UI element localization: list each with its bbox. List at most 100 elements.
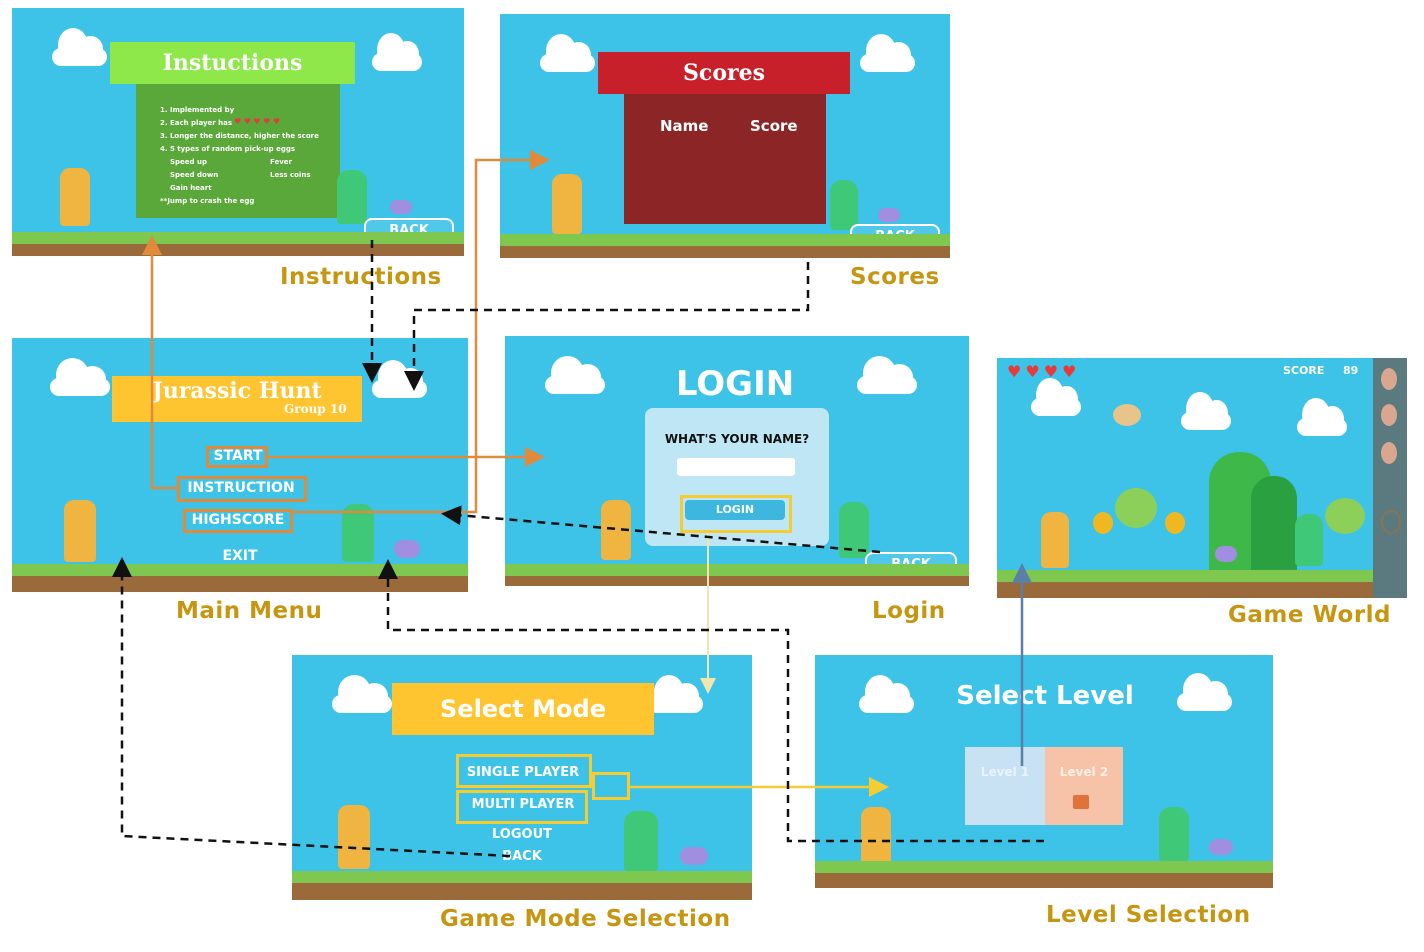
ground [12,232,464,244]
instruction-line: Fever [270,158,293,166]
flow-login-back [441,505,881,554]
login-panel [645,408,829,546]
ground [815,861,1273,873]
dinosaur-icon [1295,514,1323,566]
cloud-icon [52,28,107,66]
caveman-icon [60,168,90,226]
tree-icon [1115,488,1157,528]
scores-title: Scores [598,52,850,94]
ground [292,883,752,900]
highscore-highlight [183,509,293,533]
instruction-line: 3. Longer the distance, higher the score [160,132,319,140]
instructions-title: Instuctions [110,42,355,84]
instruction-line: Gain heart [170,184,212,192]
scores-screen: Scores Name Score BACK [500,14,950,258]
level-1-card[interactable] [965,747,1045,825]
cloud-icon [1297,398,1347,436]
cloud-icon [859,675,914,713]
egg-sidebar [1373,358,1407,598]
name-input[interactable] [677,458,795,476]
blob-icon [394,540,420,558]
egg-icon [1381,404,1397,426]
game-world-screen: ♥♥♥♥ SCORE 89 [997,358,1407,598]
lock-icon [1073,795,1089,809]
dinosaur-icon [342,504,374,562]
scores-col-score: Score [750,117,798,135]
ground [12,244,464,256]
ground [997,570,1373,582]
instruction-highlight [177,476,307,502]
exit-button[interactable]: EXIT [222,548,258,564]
instruction-line: Speed down [170,171,219,179]
blob-icon [878,208,900,222]
highscore-button[interactable]: HIGHSCORE [191,512,285,528]
flow-scores-back [404,262,810,391]
ground [815,873,1273,888]
dinosaur-icon [337,170,367,224]
level-2-card[interactable] [1045,747,1123,825]
dinosaur-icon [839,502,869,558]
select-mode-title: Select Mode [392,683,654,735]
select-level-screen: Select Level Level 1 Level 2 [815,655,1273,888]
instruction-line: 2. Each player has [160,119,233,127]
instruction-button[interactable]: INSTRUCTION [187,480,295,496]
blob-icon [1215,546,1237,562]
dinosaur-icon [624,811,658,871]
cloud-icon [332,675,392,713]
score-value: 89 [1343,364,1359,377]
caption-login: Login [872,598,946,624]
dinosaur-icon [1159,807,1189,861]
main-menu-subtitle: Group 10 [284,402,347,416]
cloud-icon [50,358,110,396]
ground [12,576,468,592]
ground [500,246,950,258]
caption-main-menu: Main Menu [176,598,323,624]
instruction-line: **Jump to crash the egg [160,197,255,205]
multi-player-highlight [456,790,588,824]
instructions-screen: Instuctions 1. Implemented by 2. Each pl… [12,8,464,256]
caveman-icon [552,174,582,234]
instruction-line: 1. Implemented by [160,106,235,114]
cloud-icon [857,356,917,394]
cloud-icon [540,34,595,72]
login-screen: LOGIN WHAT'S YOUR NAME? LOGIN BACK [505,336,969,586]
caveman-icon [1041,512,1069,568]
egg-icon [1381,442,1397,464]
blob-icon [1209,839,1233,855]
multi-player-button[interactable]: MULTI PLAYER [471,797,575,812]
cloud-icon [1177,673,1232,711]
instructions-panel [136,80,340,218]
coin-icon [1165,512,1185,534]
name-prompt: WHAT'S YOUR NAME? [664,432,810,446]
main-menu-screen: Jurassic Hunt Group 10 START INSTRUCTION… [12,338,468,592]
logout-button[interactable]: LOGOUT [491,827,553,842]
egg-icon [1381,368,1397,390]
cloud-icon [372,33,422,71]
login-title: LOGIN [675,364,795,404]
ground [505,564,969,576]
start-button[interactable]: START [213,448,263,464]
level-1-label: Level 1 [980,765,1030,779]
cloud-icon [648,675,703,713]
ground [292,871,752,883]
single-player-button[interactable]: SINGLE PLAYER [466,765,580,780]
cloud-icon [860,34,915,72]
login-button-highlight [680,495,792,533]
mode-bracket [592,772,630,800]
back-button[interactable]: BACK [502,849,542,864]
start-highlight [206,446,268,468]
blob-icon [390,200,412,214]
cloud-icon [1181,392,1231,430]
select-level-title: Select Level [956,681,1134,711]
select-mode-screen: Select Mode SINGLE PLAYER MULTI PLAYER L… [292,655,752,900]
caption-game-world: Game World [1228,602,1392,628]
egg-slot-icon [1381,510,1401,534]
ground [997,582,1373,598]
instruction-line: Speed up [170,158,207,166]
level-2-label: Level 2 [1059,765,1109,779]
tree-icon [1251,476,1297,572]
caveman-icon [338,805,370,869]
hearts-display: ♥♥♥♥ [1007,362,1081,381]
login-button[interactable]: LOGIN [685,500,785,520]
